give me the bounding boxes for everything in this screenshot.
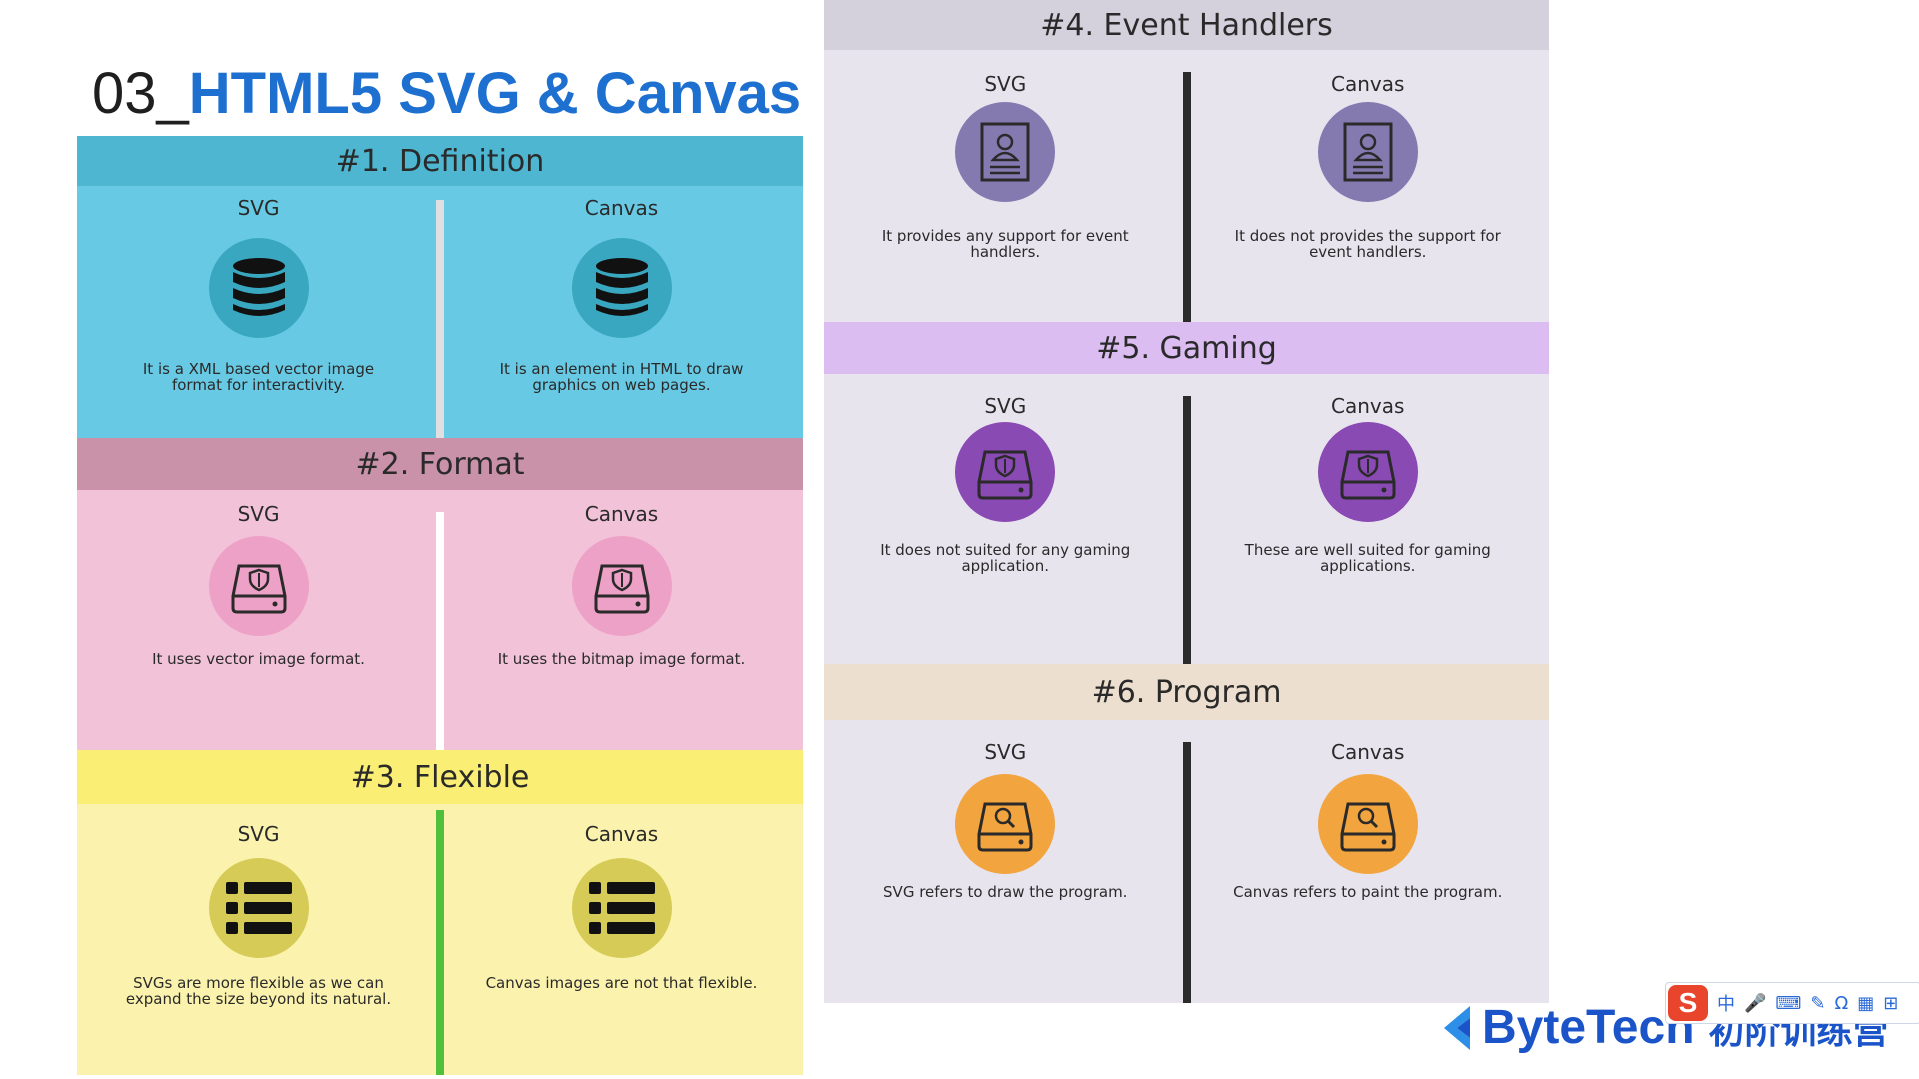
shield-drive-icon: [208, 536, 309, 636]
search-drive-icon: [955, 774, 1056, 874]
search-drive-icon: [1317, 774, 1418, 874]
svg-label: SVG: [984, 740, 1027, 764]
svg-label: SVG: [237, 502, 280, 526]
title-prefix: 03_: [92, 61, 189, 126]
profile-card-icon: [1317, 102, 1418, 202]
canvas-column: Canvas It is an element in HTML to draw …: [440, 136, 803, 438]
svg-column: SVG It provides any support for event ha…: [824, 0, 1187, 322]
canvas-description: It does not provides the support for eve…: [1234, 227, 1501, 261]
svg-description: It is a XML based vector image format fo…: [142, 360, 375, 394]
ime-toolbar[interactable]: S 中 🎤 ⌨ ✎ Ω ▦ ⊞: [1665, 982, 1919, 1024]
svg-description: It provides any support for event handle…: [881, 227, 1129, 261]
canvas-column: Canvas Canvas refers to paint the progra…: [1187, 664, 1550, 1003]
page-title: 03_HTML5 SVG & Canvas: [92, 60, 801, 127]
canvas-label: Canvas: [1331, 740, 1405, 764]
microphone-icon[interactable]: 🎤: [1744, 992, 1767, 1014]
section-heading: #3. Flexible: [77, 750, 803, 804]
svg-description: SVG refers to draw the program.: [883, 883, 1128, 901]
column-divider: [1182, 396, 1191, 664]
svg-label: SVG: [237, 822, 280, 846]
svg-description: It uses vector image format.: [152, 650, 365, 668]
grid-icon[interactable]: ▦: [1857, 992, 1875, 1014]
canvas-description: These are well suited for gaming applica…: [1244, 541, 1491, 575]
svg-description: SVGs are more flexible as we can expand …: [125, 974, 392, 1008]
canvas-column: Canvas These are well suited for gaming …: [1187, 322, 1550, 664]
column-divider: [1182, 742, 1191, 1003]
svg-column: SVG SVG refers to draw the program.: [824, 664, 1187, 1003]
canvas-description: It uses the bitmap image format.: [497, 650, 746, 668]
list-icon: [571, 858, 672, 958]
list-icon: [208, 858, 309, 958]
sogou-logo-icon[interactable]: S: [1668, 985, 1708, 1021]
canvas-label: Canvas: [1331, 394, 1405, 418]
svg-column: SVG It is a XML based vector image forma…: [77, 136, 440, 438]
column-divider: [436, 810, 444, 1075]
ime-item[interactable]: 中: [1717, 994, 1735, 1015]
section-heading: #5. Gaming: [824, 322, 1549, 374]
svg-column: SVG SVGs are more flexible as we can exp…: [77, 750, 440, 1075]
title-main: HTML5 SVG & Canvas: [188, 61, 802, 126]
column-divider: [1182, 72, 1191, 322]
canvas-description: Canvas images are not that flexible.: [485, 974, 758, 992]
keyboard-icon[interactable]: ⌨: [1775, 992, 1802, 1014]
svg-column: SVG It does not suited for any gaming ap…: [824, 322, 1187, 664]
canvas-label: Canvas: [584, 196, 659, 220]
canvas-label: Canvas: [584, 502, 659, 526]
apps-icon[interactable]: ⊞: [1883, 992, 1899, 1014]
pen-icon[interactable]: ✎: [1810, 992, 1826, 1014]
shield-drive-icon: [1317, 422, 1418, 522]
canvas-column: Canvas It uses the bitmap image format.: [440, 438, 803, 750]
column-divider: [436, 200, 444, 438]
section-heading: #1. Definition: [77, 136, 803, 186]
column-divider: [436, 512, 444, 750]
svg-column: SVG It uses vector image format.: [77, 438, 440, 750]
canvas-column: Canvas It does not provides the support …: [1187, 0, 1550, 322]
profile-card-icon: [955, 102, 1056, 202]
canvas-description: Canvas refers to paint the program.: [1233, 883, 1503, 901]
svg-description: It does not suited for any gaming applic…: [880, 541, 1131, 575]
section-heading: #6. Program: [824, 664, 1549, 720]
shield-drive-icon: [955, 422, 1056, 522]
symbol-icon[interactable]: Ω: [1834, 992, 1849, 1014]
canvas-column: Canvas Canvas images are not that flexib…: [440, 750, 803, 1075]
canvas-description: It is an element in HTML to draw graphic…: [499, 360, 744, 394]
svg-label: SVG: [237, 196, 280, 220]
shield-drive-icon: [571, 536, 672, 636]
canvas-label: Canvas: [584, 822, 659, 846]
database-icon: [571, 238, 672, 338]
section-heading: #4. Event Handlers: [824, 0, 1549, 50]
section-heading: #2. Format: [77, 438, 803, 490]
database-icon: [208, 238, 309, 338]
bytetech-chevron-icon: [1444, 1005, 1470, 1050]
svg-label: SVG: [984, 394, 1027, 418]
canvas-label: Canvas: [1331, 72, 1405, 96]
svg-label: SVG: [984, 72, 1027, 96]
logo-name: ByteTech: [1482, 1001, 1695, 1054]
